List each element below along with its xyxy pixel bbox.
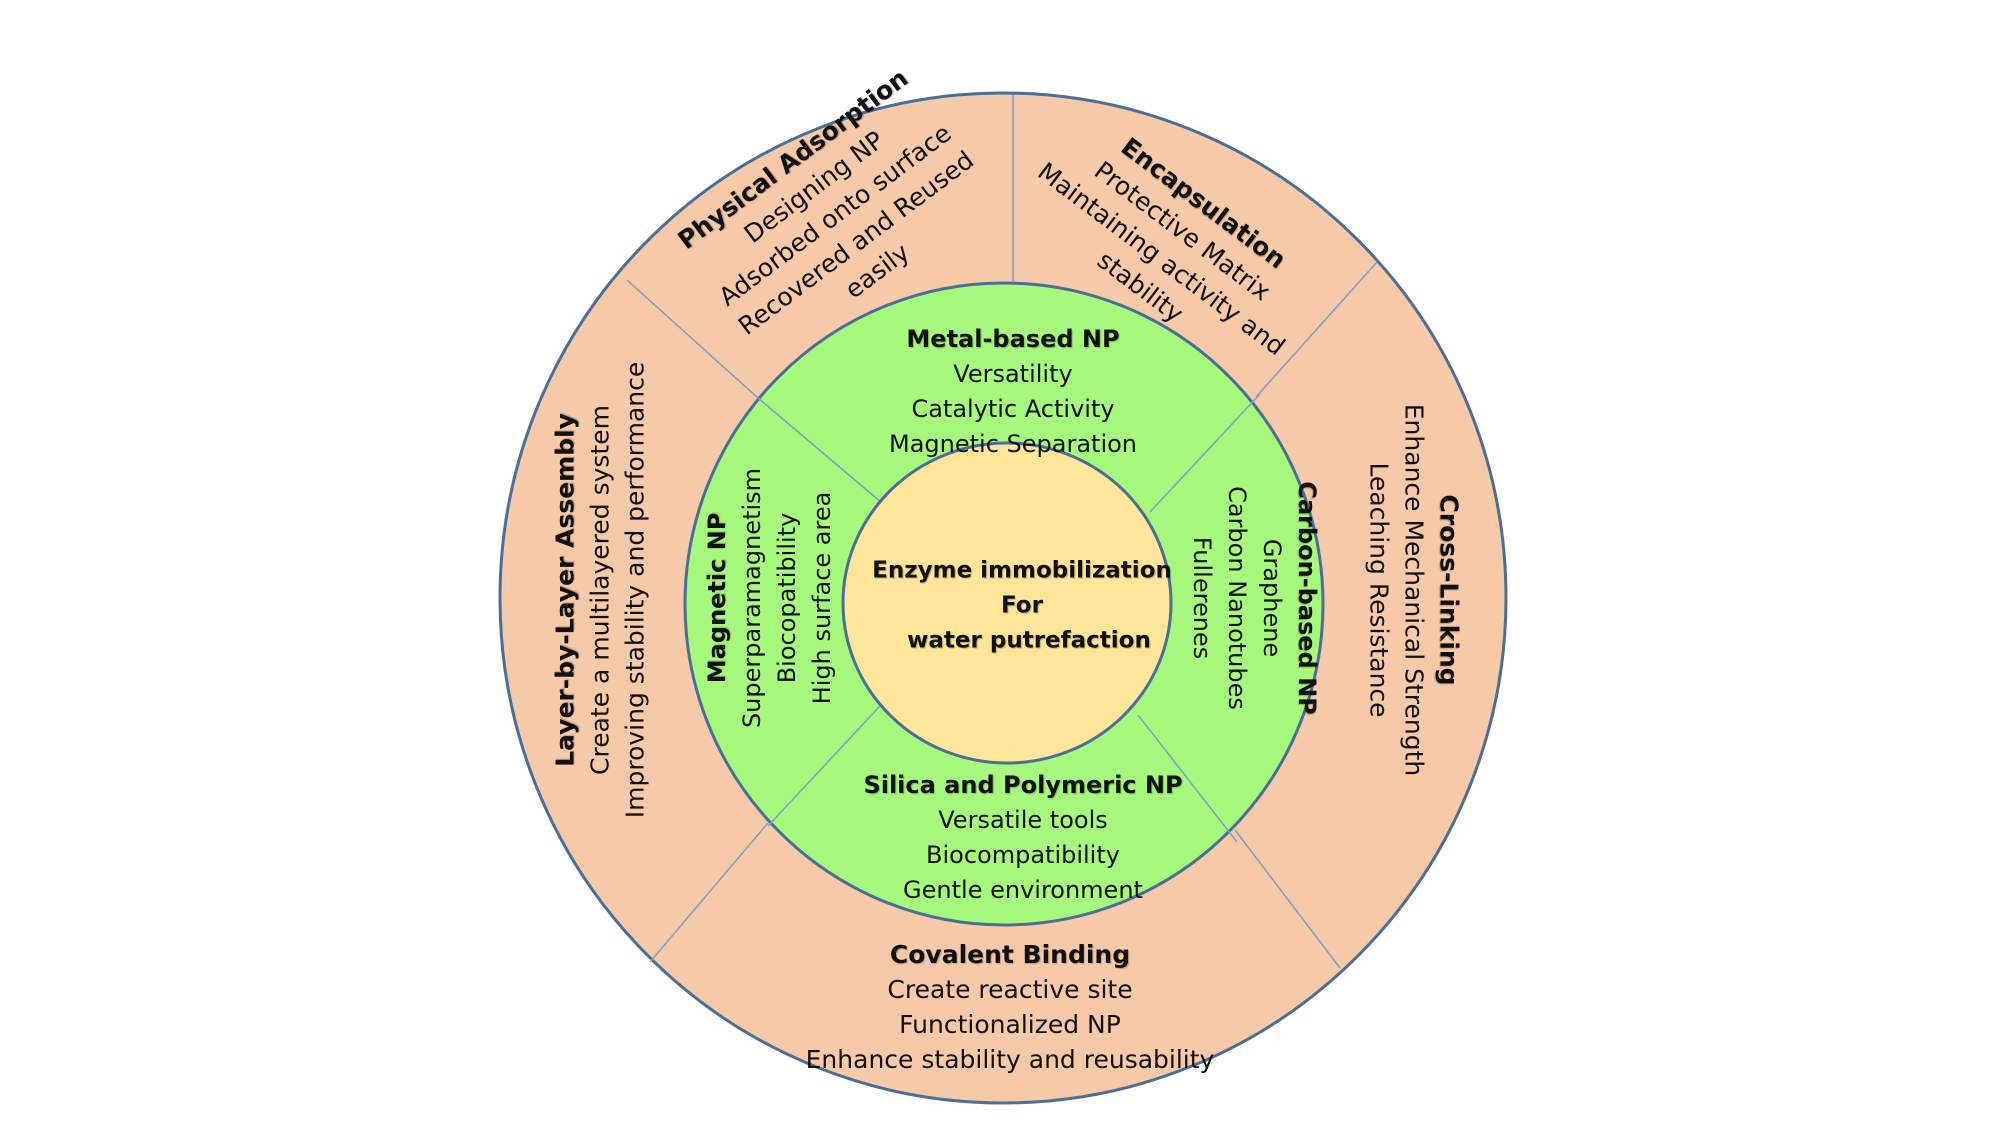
segment-item: Graphene xyxy=(1258,538,1286,658)
segment-title: Layer-by-Layer Assembly xyxy=(550,413,580,767)
divider-metal-carbon xyxy=(1149,393,1261,513)
center-circle xyxy=(841,441,1173,765)
divider-layer-physical xyxy=(626,279,759,399)
segment-item: Magnetic Separation xyxy=(888,430,1138,458)
segment-title: Silica and Polymeric NP xyxy=(863,771,1183,799)
segment-item: High surface area xyxy=(808,491,836,705)
center-line-3: water putrefaction xyxy=(907,627,1151,654)
segment-item: Leaching Resistance xyxy=(1364,462,1394,718)
segment-covalent-binding: Covalent Binding Create reactive site Fu… xyxy=(806,940,1419,1147)
center-label: Enzyme immobilization For water putrefac… xyxy=(872,558,1322,711)
divider-magnetic-metal xyxy=(757,397,883,504)
segment-item: Superparamagnetism xyxy=(738,467,766,729)
segment-item: Catalytic Activity xyxy=(911,395,1115,423)
segment-item: Carbon Nanotubes xyxy=(1223,486,1251,710)
segment-title: Covalent Binding xyxy=(889,940,1131,969)
divider-crosslinking-covalent xyxy=(1234,829,1341,969)
center-line-2: For xyxy=(1001,592,1043,619)
segment-item: Biocopatibility xyxy=(773,512,801,684)
divider-carbon-silica xyxy=(1137,714,1238,843)
segment-item: Fullerenes xyxy=(1188,536,1216,660)
segment-item: Biocompatibility xyxy=(926,841,1120,869)
divider-covalent-layer xyxy=(649,822,769,963)
segment-item: Create reactive site xyxy=(887,975,1133,1004)
segment-cross-linking: Cross-Linking Enhance Mechanical Strengt… xyxy=(1309,404,1464,962)
segment-item: Create a multilayered system xyxy=(585,405,615,775)
divider-encapsulation-crosslinking xyxy=(1255,261,1378,398)
divider-silica-magnetic xyxy=(767,705,881,827)
segment-title: Magnetic NP xyxy=(703,512,731,684)
segment-item: Versatility xyxy=(953,360,1073,388)
segment-title: Cross-Linking xyxy=(1434,494,1464,686)
segment-item: Functionalized NP xyxy=(899,1010,1121,1039)
segment-item: Gentle environment xyxy=(903,876,1143,904)
segment-silica-polymeric-np: Silica and Polymeric NP Versatile tools … xyxy=(863,771,1342,978)
center-line-1: Enzyme immobilization xyxy=(872,557,1172,584)
segment-item: Improving stability and performance xyxy=(620,361,650,819)
segment-title: Metal-based NP xyxy=(906,325,1120,353)
segment-item: Enhance Mechanical Strength xyxy=(1399,403,1429,777)
segment-item: Versatile tools xyxy=(938,806,1108,834)
segment-layer-by-layer-assembly: Layer-by-Layer Assembly Create a multila… xyxy=(551,133,705,819)
segment-item: Enhance stability and reusability xyxy=(805,1045,1215,1074)
segment-magnetic-np: Magnetic NP Superparamagnetism Biocopati… xyxy=(703,338,910,728)
segment-metal-based-np: Metal-based NP Versatility Catalytic Act… xyxy=(889,325,1261,532)
